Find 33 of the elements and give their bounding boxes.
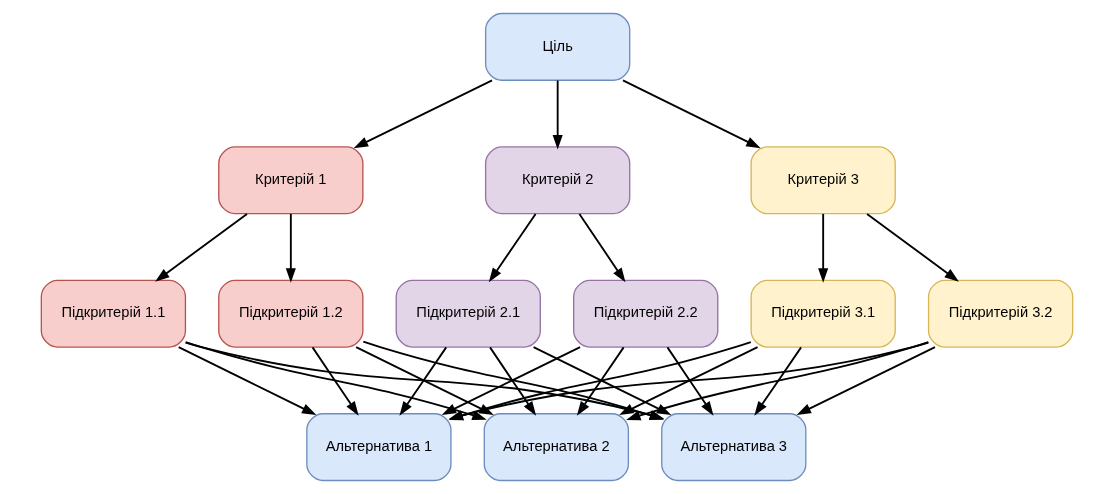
node-box: Підкритерій 2.1 — [395, 279, 541, 348]
arrow — [578, 213, 625, 283]
node-box: Підкритерій 1.1 — [40, 279, 186, 348]
arrow — [865, 213, 959, 282]
arrow — [618, 346, 758, 415]
arrow — [488, 213, 536, 283]
node-box: Підкритерій 1.2 — [217, 279, 364, 348]
arrow — [753, 346, 802, 416]
arrow — [398, 346, 447, 416]
arrow — [311, 346, 359, 416]
arrow — [532, 346, 671, 415]
node-box: Критерій 3 — [749, 146, 896, 215]
node-box: Альтернатива 3 — [660, 413, 806, 482]
arrow — [353, 79, 493, 149]
arrow — [621, 79, 761, 149]
arrow — [177, 346, 316, 415]
node-box: Критерій 1 — [217, 146, 364, 215]
arrow — [666, 346, 714, 416]
arrow — [488, 346, 536, 416]
node-box: Підкритерій 3.1 — [749, 279, 896, 348]
node-box: Альтернатива 1 — [305, 413, 452, 482]
node-box: Ціль — [484, 12, 630, 81]
arrow — [796, 346, 936, 415]
arrow — [154, 213, 248, 282]
arrow — [576, 346, 625, 416]
arrow — [184, 341, 487, 421]
arrow — [552, 79, 563, 150]
node-box: Підкритерій 3.2 — [927, 279, 1073, 348]
node-box: Критерій 2 — [484, 146, 630, 215]
node-box: Підкритерій 2.2 — [572, 279, 718, 348]
node-box: Альтернатива 2 — [483, 413, 629, 482]
arrow — [285, 213, 296, 283]
arrow — [817, 213, 828, 283]
